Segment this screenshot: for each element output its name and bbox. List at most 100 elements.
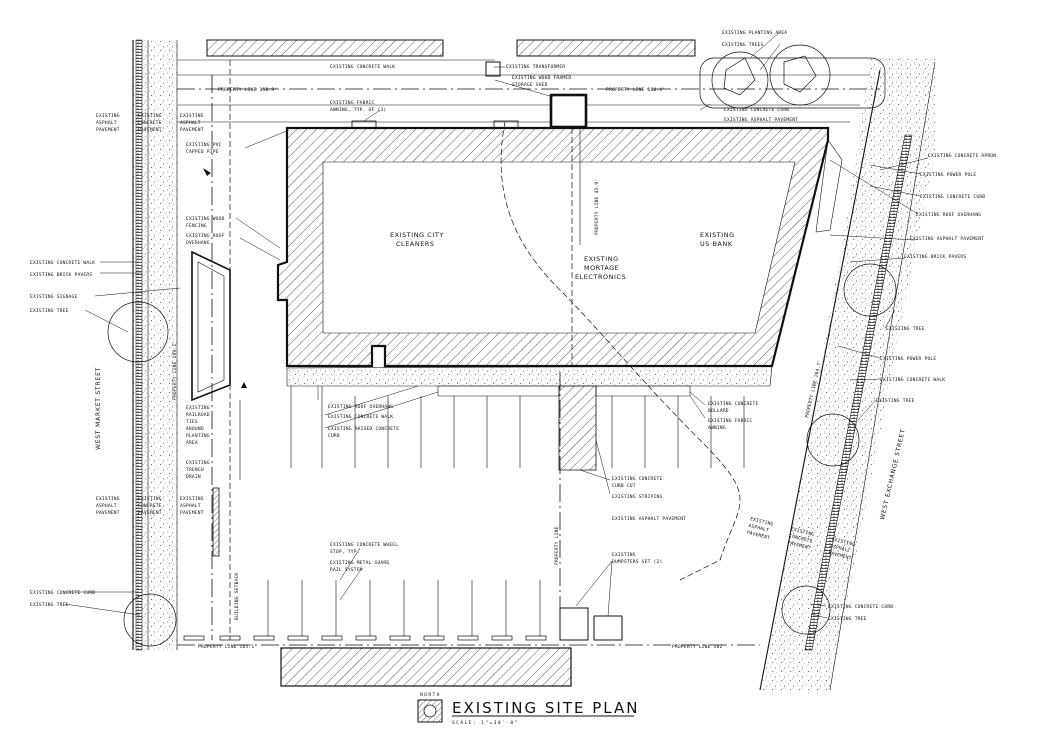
label-railroad-2: RAILROAD	[186, 412, 210, 418]
label-concrete-sw-3: PAVEMENT	[138, 510, 162, 516]
label-asphalt-se-3: PAVEMENT	[746, 530, 771, 542]
label-wood-fence-1: EXISTING WOOD	[186, 216, 225, 222]
label-bank-1: EXISTING	[700, 231, 735, 239]
label-trench-3: DRAIN	[186, 474, 201, 480]
label-awning-2: AWNING, TYP. OF (3)	[330, 107, 386, 113]
label-raised-curb-1: EXISTING RAISED CONCRETE	[328, 426, 399, 432]
label-curb-ne: EXISTING CONCRETE CURB	[724, 107, 789, 113]
se-pavement-labels: EXISTING ASPHALT PAVEMENT EXISTING CONCR…	[746, 516, 855, 561]
label-curb-cut-1: EXISTING CONCRETE	[612, 476, 662, 482]
label-north-walk: EXISTING CONCRETE WALK	[330, 64, 395, 70]
label-property-line-inner-upper: PROPERTY LINE 43.9'	[594, 179, 600, 235]
label-cleaners-2: CLEANERS	[396, 240, 435, 248]
label-curb-e: EXISTING CONCRETE CURB	[920, 194, 985, 200]
parking-stripes-north	[290, 386, 745, 468]
label-brick-pavers-w: EXISTING BRICK PAVERS	[30, 272, 92, 278]
label-asphalt-nw-3: PAVEMENT	[96, 127, 120, 133]
label-asphalt-se-2: ASPHALT	[748, 523, 770, 534]
label-railroad-4: AROUND	[186, 426, 204, 432]
label-bank-2: US BANK	[700, 240, 733, 248]
label-property-line-inner-lower: PROPERTY LINE	[554, 526, 560, 565]
label-roof-overhang-w-1: EXISTING ROOF	[186, 233, 225, 239]
label-tree-sw: EXISTING TREE	[30, 602, 69, 608]
south-walk	[286, 365, 773, 471]
label-concrete-se-3: PAVEMENT	[787, 540, 812, 552]
label-property-line-west: PROPERTY LINE 169.1'	[172, 341, 178, 400]
label-property-line-north-left: PROPERTY LINE 158.9'	[218, 87, 277, 93]
label-asphalt-sw2-3: PAVEMENT	[180, 510, 204, 516]
label-dumpsters-2: DUMPSTERS SET (2)	[612, 559, 662, 565]
label-power-pole-e1: EXISTING POWER POLE	[920, 172, 976, 178]
label-concrete-nw-3: PAVEMENT	[138, 127, 162, 133]
label-concrete-sw-1: EXISTING	[138, 496, 162, 502]
label-trench-2: TRENCH	[186, 467, 204, 473]
label-apron-e: EXISTING CONCRETE APRON	[928, 153, 996, 159]
main-building	[276, 110, 830, 368]
label-property-line-south-right: PROPERTY LINE 182'	[672, 644, 725, 650]
label-brick-pavers-e: EXISTING BRICK PAVERS	[904, 254, 966, 260]
label-property-line-south-left: PROPERTY LINE 165.1'	[198, 644, 257, 650]
label-trees-ne: EXISTING TREES	[722, 42, 764, 48]
label-bollard-2: BOLLARD	[708, 408, 729, 414]
label-asphalt-nw-1: EXISTING	[96, 113, 120, 119]
label-transformer: EXISTING TRANSFORMER	[506, 64, 565, 70]
label-asphalt-nw2-3: PAVEMENT	[180, 127, 204, 133]
label-wood-fence-2: FENCING	[186, 223, 207, 229]
label-tree-w: EXISTING TREE	[30, 308, 69, 314]
label-asphalt-sw-1: EXISTING	[96, 496, 120, 502]
label-asphalt-e: EXISTING ASPHALT PAVEMENT	[910, 236, 984, 242]
label-fabric-awning-1: EXISTING FABRIC	[708, 418, 753, 424]
label-wheel-stop-2: STOP, TYP.	[330, 549, 360, 555]
label-signage: EXISTING SIGNAGE	[30, 294, 77, 300]
label-west-exchange-street: WEST EXCHANGE STREET	[879, 428, 907, 520]
label-asphalt-se-1: EXISTING	[750, 516, 775, 528]
label-raised-curb-2: CURB	[328, 433, 340, 439]
label-tree-e2: EXISTING TREE	[876, 398, 915, 404]
label-concrete-walk-e: EXISTING CONCRETE WALK	[880, 377, 945, 383]
label-curb-sw: EXISTING CONCRETE CURB	[30, 590, 95, 596]
parking-stripes-south	[267, 580, 541, 636]
label-concrete-nw-2: CONCRETE	[138, 120, 162, 126]
label-mortage-2: MORTAGE	[584, 264, 619, 272]
label-railroad-5: PLANTING	[186, 433, 210, 439]
label-capped-pipe-1: EXISTING PVC	[186, 142, 222, 148]
wheel-stops	[183, 635, 547, 641]
label-awning-1: EXISTING FABRIC	[330, 100, 375, 106]
label-asphalt-nw-2: ASPHALT	[96, 120, 117, 126]
label-asphalt-mid: EXISTING ASPHALT PAVEMENT	[612, 516, 686, 522]
label-building-setback: BUILDING SETBACK	[234, 573, 240, 620]
drawing-title: EXISTING SITE PLAN	[452, 699, 639, 717]
label-planting-area: EXISTING PLANTING AREA	[722, 30, 787, 36]
label-concrete-walk-s: EXISTING CONCRETE WALK	[328, 414, 393, 420]
label-asphalt-sw-2: ASPHALT	[96, 503, 117, 509]
label-power-pole-e2: EXISTING POWER POLE	[880, 356, 936, 362]
label-asphalt-nw2-1: EXISTING	[180, 113, 204, 119]
west-sidewalk	[132, 39, 178, 651]
east-sidewalk	[759, 58, 936, 691]
label-concrete-sw-2: CONCRETE	[138, 503, 162, 509]
label-asphalt-nw2-2: ASPHALT	[180, 120, 201, 126]
drive-arrows	[203, 168, 247, 388]
label-striping: EXISTING STRIPING	[612, 494, 662, 500]
label-asphalt-sw-3: PAVEMENT	[96, 510, 120, 516]
title-block: NORTH EXISTING SITE PLAN SCALE: 1"=30'-0…	[417, 692, 639, 726]
label-asphalt-se2-1: EXISTING	[831, 536, 856, 548]
label-asphalt-se2-3: PAVEMENT	[828, 550, 853, 562]
label-asphalt-sw2-2: ASPHALT	[180, 503, 201, 509]
drawing-scale: SCALE: 1"=30'-0"	[452, 720, 519, 726]
label-railroad-1: EXISTING	[186, 405, 210, 411]
label-railroad-6: AREA	[186, 440, 198, 446]
label-storage-2: STORAGE SHED	[512, 82, 548, 88]
label-roof-overhang-e: EXISTING ROOF OVERHANG	[916, 212, 981, 218]
label-tree-se: EXISTING TREE	[828, 616, 867, 622]
label-trench-1: EXISTING	[186, 460, 210, 466]
label-concrete-se-1: EXISTING	[790, 526, 815, 538]
label-concrete-se-2: CONCRETE	[789, 533, 814, 545]
label-tree-e1: EXISTING TREE	[886, 326, 925, 332]
label-concrete-walk-w: EXISTING CONCRETE WALK	[30, 260, 95, 266]
leader-lines	[64, 31, 929, 619]
label-guard-rail-1: EXISTING METAL GUARD	[330, 560, 389, 566]
north-label: NORTH	[420, 692, 441, 698]
north-buildings	[206, 39, 696, 57]
